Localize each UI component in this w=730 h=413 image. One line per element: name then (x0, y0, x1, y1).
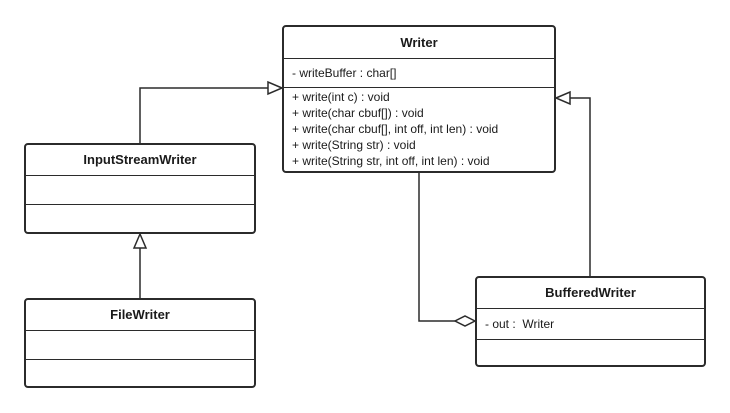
attribute: - writeBuffer : char[] (292, 66, 397, 80)
operation: + write(char cbuf[]) : void (292, 106, 424, 120)
class-name: FileWriter (110, 307, 170, 322)
hollow-triangle-arrowhead (267, 80, 284, 96)
attributes-compartment: - writeBuffer : char[] (284, 58, 554, 87)
operations-compartment (26, 204, 254, 232)
class-name: BufferedWriter (545, 285, 636, 300)
attributes-compartment (26, 330, 254, 359)
class-writer[interactable]: Writer - writeBuffer : char[] + write(in… (282, 25, 556, 173)
hollow-diamond-icon (453, 315, 477, 327)
operation: + write(char cbuf[], int off, int len) :… (292, 122, 499, 136)
operation: + write(String str) : void (292, 138, 416, 152)
aggregation-bufferedwriter-writer (418, 172, 455, 322)
class-inputstreamwriter[interactable]: InputStreamWriter (24, 143, 256, 234)
attributes-compartment (26, 175, 254, 204)
operations-compartment (477, 339, 704, 365)
attributes-compartment: - out : Writer (477, 308, 704, 339)
generalization-bufferedwriter-to-writer (570, 97, 591, 276)
hollow-triangle-arrowhead (132, 232, 148, 249)
hollow-triangle-arrowhead (554, 90, 571, 106)
class-filewriter[interactable]: FileWriter (24, 298, 256, 388)
class-name: Writer (400, 35, 438, 50)
class-bufferedwriter[interactable]: BufferedWriter - out : Writer (475, 276, 706, 367)
generalization-inputstreamwriter-to-writer (139, 87, 268, 143)
operation: + write(int c) : void (292, 90, 390, 104)
operation: + write(String str, int off, int len) : … (292, 154, 490, 168)
attribute: - out : Writer (485, 317, 555, 331)
class-name: InputStreamWriter (83, 152, 197, 167)
operations-compartment: + write(int c) : void + write(char cbuf[… (284, 87, 554, 171)
operations-compartment (26, 359, 254, 386)
